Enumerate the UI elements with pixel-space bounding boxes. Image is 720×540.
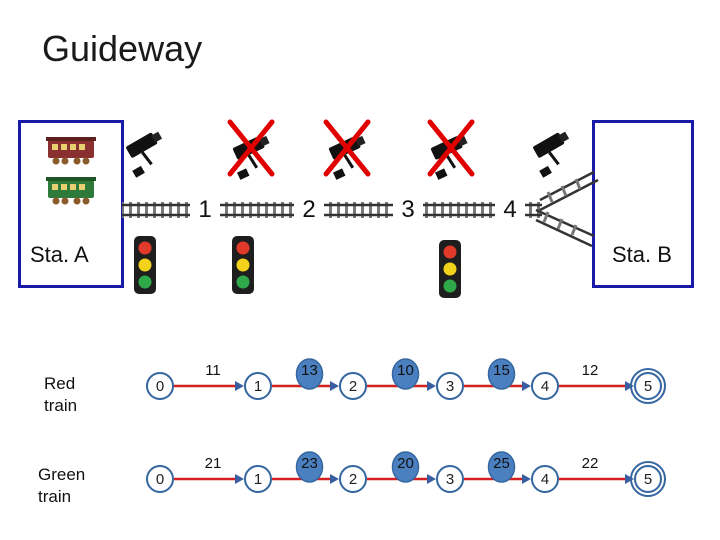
green-train-node [634, 465, 662, 493]
segment-label-2: 2 [294, 196, 324, 224]
branch-track-upper [539, 170, 599, 212]
red-train-node-label: 0 [156, 378, 164, 395]
green-train-node-label: 4 [541, 471, 549, 488]
red-train-node [244, 372, 272, 400]
branch-track-lower [535, 208, 595, 248]
green-train-arrowhead [235, 474, 244, 484]
green-train-node [244, 465, 272, 493]
green-train-edge-weight: 20 [397, 455, 414, 472]
red-train-weight-marker [391, 358, 420, 390]
red-train-node-label: 4 [541, 378, 549, 395]
segment-label-3: 3 [393, 196, 423, 224]
traffic-light-icon [439, 240, 461, 298]
green-train-node-label: 3 [446, 471, 454, 488]
green-train-edge-weight: 22 [582, 455, 599, 472]
red-train-arrowhead [330, 381, 339, 391]
red-train-row-label: Red train [44, 374, 78, 415]
green-train-arrowhead [625, 474, 634, 484]
red-train-node [531, 372, 559, 400]
red-train-final-ring [630, 368, 666, 404]
green-train-icon [46, 177, 96, 205]
traffic-light-icon [232, 236, 254, 294]
red-train-edge-weight: 12 [582, 362, 599, 379]
cross-mark [427, 119, 475, 177]
traffic-light-icon [134, 236, 156, 294]
camera-icon [525, 127, 582, 180]
red-train-arrowhead [625, 381, 634, 391]
red-train-node-label: 5 [644, 378, 652, 395]
segment-label-4: 4 [495, 196, 525, 224]
cross-mark [323, 119, 371, 177]
green-train-row-label: Green train [38, 465, 86, 506]
green-train-node [436, 465, 464, 493]
green-train-node-label: 0 [156, 471, 164, 488]
camera-icon [118, 127, 175, 180]
green-train-edge-weight: 23 [301, 455, 318, 472]
red-train-arrowhead [235, 381, 244, 391]
green-train-node-label: 1 [254, 471, 262, 488]
green-train-node [339, 465, 367, 493]
green-train-final-ring [630, 461, 666, 497]
main-track [122, 202, 542, 218]
green-train-edge-weight: 25 [493, 455, 510, 472]
green-train-edge-weight: 21 [205, 455, 222, 472]
green-train-node-label: 2 [349, 471, 357, 488]
green-train-weight-marker [295, 451, 324, 483]
page-title: Guideway [42, 28, 203, 69]
red-train-node-label: 2 [349, 378, 357, 395]
red-train-weight-marker [487, 358, 516, 390]
green-train-arrowhead [522, 474, 531, 484]
red-train-edge-weight: 15 [493, 362, 510, 379]
red-train-node [436, 372, 464, 400]
red-train-node [146, 372, 174, 400]
station-a-label: Sta. A [30, 242, 89, 268]
red-train-arrowhead [522, 381, 531, 391]
red-train-node-label: 1 [254, 378, 262, 395]
red-train-arrowhead [427, 381, 436, 391]
green-train-weight-marker [487, 451, 516, 483]
station-b-label: Sta. B [612, 242, 672, 268]
red-train-node [634, 372, 662, 400]
red-train-node-label: 3 [446, 378, 454, 395]
red-train-edge-weight: 13 [301, 362, 318, 379]
red-train-node [339, 372, 367, 400]
red-train-edge-weight: 10 [397, 362, 414, 379]
green-train-node [146, 465, 174, 493]
green-train-node [531, 465, 559, 493]
green-train-arrowhead [427, 474, 436, 484]
green-train-arrowhead [330, 474, 339, 484]
cross-mark [227, 119, 275, 177]
red-train-icon [46, 137, 96, 165]
green-train-node-label: 5 [644, 471, 652, 488]
green-train-weight-marker [391, 451, 420, 483]
segment-label-1: 1 [190, 196, 220, 224]
red-train-edge-weight: 11 [205, 362, 221, 379]
red-train-weight-marker [295, 358, 324, 390]
